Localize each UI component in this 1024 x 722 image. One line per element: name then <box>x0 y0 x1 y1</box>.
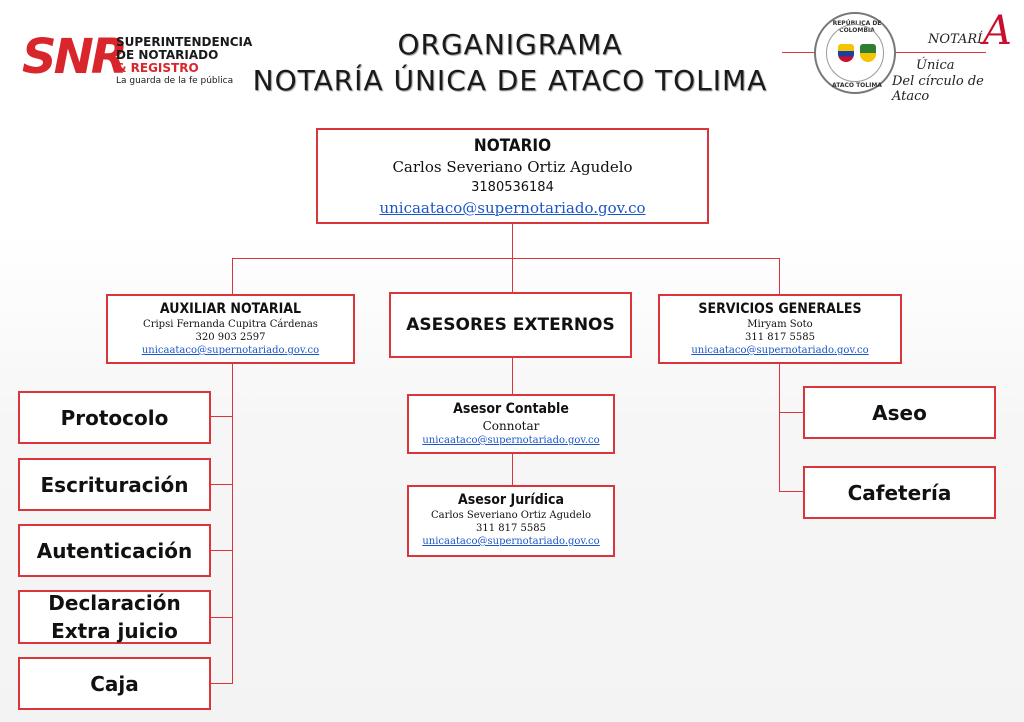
logo-rule-right <box>896 52 986 53</box>
auxiliar-box: AUXILIAR NOTARIAL Cripsi Fernanda Cupitr… <box>106 294 355 364</box>
connector-autenticacion <box>210 550 233 551</box>
notario-email-link[interactable]: unicaataco@supernotariado.gov.co <box>379 199 646 217</box>
connector-aseo <box>779 412 803 413</box>
unit-caja-label: Caja <box>90 671 139 696</box>
connector-notario-down <box>512 222 513 258</box>
notaria-logo-a: A <box>983 8 1012 54</box>
snr-logo-letters: SNR <box>22 29 128 85</box>
asesor-contable-email-link[interactable]: unicaataco@supernotariado.gov.co <box>422 435 600 446</box>
auxiliar-email-link[interactable]: unicaataco@supernotariado.gov.co <box>141 345 320 356</box>
snr-logo-line1: SUPERINTENDENCIA <box>116 35 253 49</box>
colombia-crest-icon <box>838 44 854 62</box>
asesores-role: ASESORES EXTERNOS <box>406 315 615 335</box>
connector-to-contable <box>512 358 513 394</box>
asesor-contable-role: Asesor Contable <box>453 401 569 417</box>
asesor-contable-name: Connotar <box>482 419 540 433</box>
connector-protocolo <box>210 416 233 417</box>
connector-escrituracion <box>210 484 233 485</box>
servicios-role: SERVICIOS GENERALES <box>698 301 862 317</box>
notario-role: NOTARIO <box>473 136 552 156</box>
snr-logo-tagline: La guarda de la fe pública <box>116 76 234 86</box>
unit-aseo-label: Aseo <box>872 400 927 425</box>
notario-name: Carlos Severiano Ortiz Agudelo <box>392 158 633 176</box>
connector-servicios-trunk <box>779 364 780 492</box>
auxiliar-name: Cripsi Fernanda Cupitra Cárdenas <box>143 319 318 330</box>
unit-autenticacion-label: Autenticación <box>36 538 193 563</box>
asesor-juridica-phone: 311 817 5585 <box>476 523 546 534</box>
notaria-logo-line2: Del círculo de Ataco <box>892 74 984 104</box>
asesores-box: ASESORES EXTERNOS <box>389 292 632 358</box>
connector-level2-horizontal <box>232 258 780 259</box>
connector-to-juridica <box>512 454 513 485</box>
logo-rule-left <box>782 52 814 53</box>
unit-escrituracion-label: Escrituración <box>40 472 189 497</box>
unit-escrituracion-box: Escrituración <box>18 458 211 511</box>
page-title-line1: ORGANIGRAMA <box>397 28 623 61</box>
connector-caja <box>210 683 233 684</box>
unit-cafeteria-label: Cafetería <box>847 480 952 505</box>
unit-protocolo-box: Protocolo <box>18 391 211 444</box>
notaria-logo-line1: Única <box>916 58 955 73</box>
asesor-contable-box: Asesor Contable Connotar unicaataco@supe… <box>407 394 615 454</box>
seal-logo: REPÚBLICA DE COLOMBIA ATACO TOLIMA <box>814 12 896 94</box>
servicios-name: Miryam Soto <box>747 319 813 330</box>
connector-cafeteria <box>779 491 803 492</box>
asesor-juridica-role: Asesor Jurídica <box>457 492 564 508</box>
tolima-crest-icon <box>860 44 876 62</box>
asesor-juridica-email-link[interactable]: unicaataco@supernotariado.gov.co <box>422 536 600 547</box>
connector-auxiliar-trunk <box>232 364 233 684</box>
servicios-box: SERVICIOS GENERALES Miryam Soto 311 817 … <box>658 294 902 364</box>
unit-declaracion-box: Declaración Extra juicio <box>18 590 211 644</box>
notaria-logo-word: NOTARÍ <box>928 32 983 47</box>
seal-inner-ring <box>826 24 884 82</box>
connector-to-asesores <box>512 258 513 292</box>
seal-bottom-text: ATACO TOLIMA <box>832 82 882 89</box>
notario-box: NOTARIO Carlos Severiano Ortiz Agudelo 3… <box>316 128 709 224</box>
connector-to-servicios <box>779 258 780 295</box>
snr-logo-text: SUPERINTENDENCIA DE NOTARIADO & REGISTRO… <box>116 36 252 87</box>
snr-logo-line3: & REGISTRO <box>116 61 199 75</box>
asesor-juridica-name: Carlos Severiano Ortiz Agudelo <box>430 510 592 521</box>
auxiliar-role: AUXILIAR NOTARIAL <box>159 301 302 317</box>
auxiliar-phone: 320 903 2597 <box>195 332 266 343</box>
asesor-juridica-box: Asesor Jurídica Carlos Severiano Ortiz A… <box>407 485 615 557</box>
servicios-phone: 311 817 5585 <box>745 332 815 343</box>
connector-to-auxiliar <box>232 258 233 295</box>
unit-autenticacion-box: Autenticación <box>18 524 211 577</box>
snr-logo-line2: DE NOTARIADO <box>116 48 219 62</box>
unit-cafeteria-box: Cafetería <box>803 466 996 519</box>
notario-phone: 3180536184 <box>471 180 554 195</box>
unit-protocolo-label: Protocolo <box>60 405 169 430</box>
page-title-line2: NOTARÍA ÚNICA DE ATACO TOLIMA <box>252 64 768 97</box>
servicios-email-link[interactable]: unicaataco@supernotariado.gov.co <box>691 345 869 356</box>
unit-declaracion-label: Declaración Extra juicio <box>48 591 181 643</box>
unit-aseo-box: Aseo <box>803 386 996 439</box>
connector-declaracion <box>210 617 233 618</box>
unit-caja-box: Caja <box>18 657 211 710</box>
